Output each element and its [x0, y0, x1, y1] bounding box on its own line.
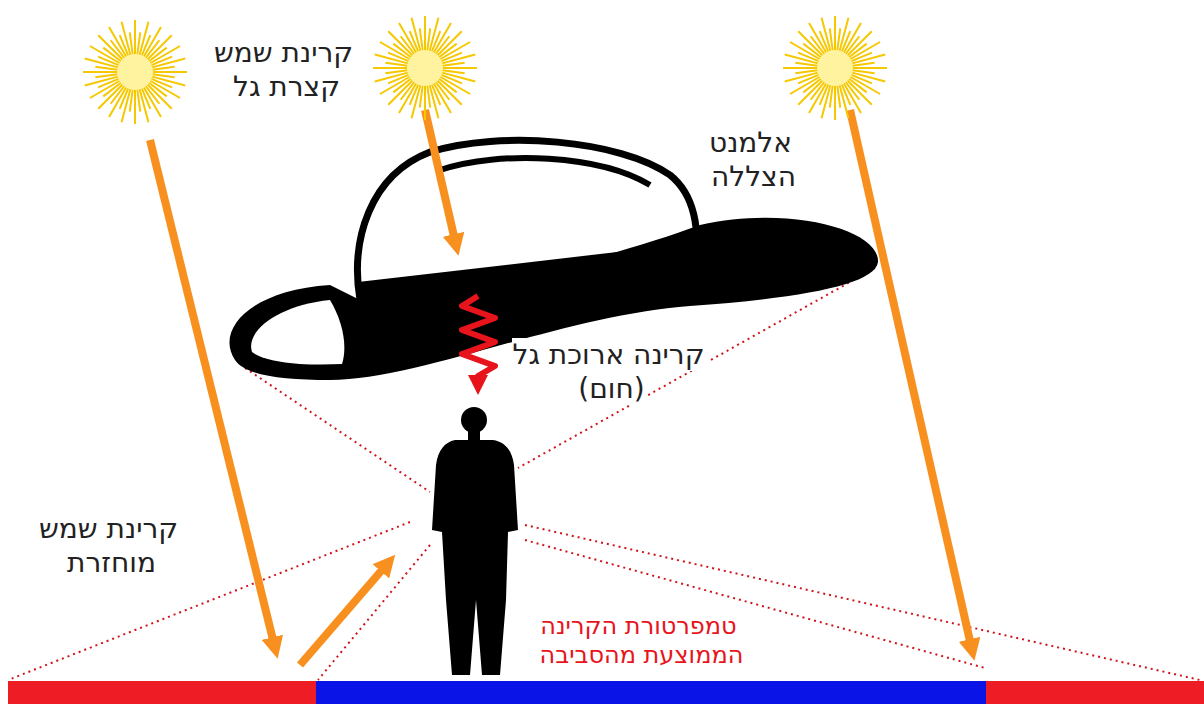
sun [373, 16, 477, 120]
sun-spike [435, 42, 470, 62]
hat-brim-top [251, 300, 344, 365]
person [432, 407, 518, 675]
sun-rays [150, 110, 972, 665]
label-text: קרינת שמש מוחזרת [39, 512, 181, 579]
person-head [461, 407, 487, 433]
sun-spike [790, 74, 825, 94]
sun-core [117, 54, 153, 90]
view-line [318, 545, 430, 680]
sun [783, 16, 887, 120]
sun-core [407, 50, 443, 86]
sun [83, 20, 187, 124]
sun-ray [150, 140, 275, 648]
suns [83, 16, 887, 124]
view-line [525, 540, 985, 668]
sun-core [817, 50, 853, 86]
element-label: אלמנט הצללה [682, 126, 822, 193]
hat-crease [440, 158, 650, 185]
hot-ground [986, 681, 1204, 704]
sun-ray [850, 110, 972, 650]
sun-spike [380, 74, 415, 94]
person-body [432, 440, 518, 675]
radiation-label: קרינת שמש מוחזרת [15, 512, 205, 579]
sun-ray [425, 110, 456, 245]
label-text: אלמנט הצללה [708, 126, 796, 193]
hot-ground [8, 681, 316, 704]
view-line [525, 525, 1200, 680]
radiation-label: קרינה ארוכת גל (חום) [505, 338, 715, 405]
shaded-ground [316, 681, 986, 704]
heat-wave [462, 296, 495, 385]
label-text: קרינת שמש קצרת גל [214, 36, 356, 103]
view-line [245, 368, 430, 492]
radiation-label: קרינת שמש קצרת גל [185, 36, 385, 103]
sun-spike [845, 42, 880, 62]
temperature-label: טמפרטורת הקרינה הממוצעת מהסביבה [500, 612, 780, 670]
label-text: טמפרטורת הקרינה הממוצעת מהסביבה [537, 612, 744, 669]
reflected-ray [300, 563, 388, 665]
view-lines [8, 268, 1200, 680]
label-text: קרינה ארוכת גל (חום) [512, 338, 707, 405]
